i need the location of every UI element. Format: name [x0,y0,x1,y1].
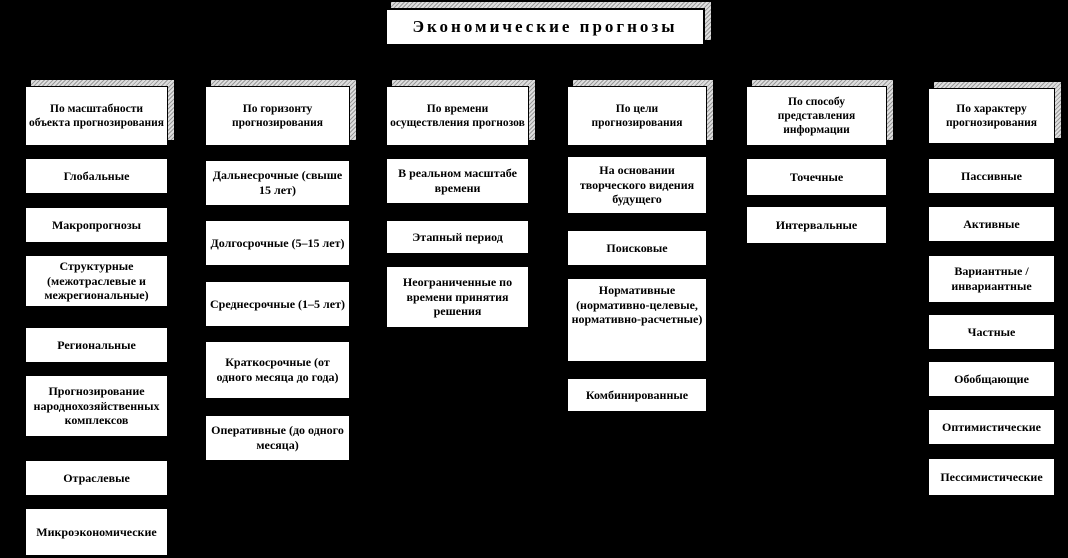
item-box: Интервальные [746,206,887,244]
item-box: Среднесрочные (1–5 лет) [205,281,350,327]
header-character: По характеру прогнозирования [928,82,1061,144]
item-box: Обобщающие [928,361,1055,397]
item-box: Оптимистические [928,409,1055,445]
item-box: В реальном масштабе времени [386,158,529,204]
item-box: Вариантные /инвариантные [928,255,1055,303]
item-box: Неограниченные по времени принятия решен… [386,266,529,328]
item-box: Активные [928,206,1055,242]
item-box: На основании творческого видения будущег… [567,156,707,214]
item-box: Пассивные [928,158,1055,194]
diagram-title-box: Экономические прогнозы [385,2,711,46]
header-scale: По масштабности объекта прогнозирования [25,80,174,146]
item-box: Комбинированные [567,378,707,412]
item-box: Нормативные (нормативно-целевые, нормати… [567,278,707,362]
item-box: Этапный период [386,220,529,254]
item-box: Микроэкономические [25,508,168,556]
item-box: Дальнесрочные (свыше 15 лет) [205,160,350,206]
item-box: Краткосрочные (от одного месяца до года) [205,341,350,399]
header-horizon: По горизонту прогнозирования [205,80,356,146]
item-box: Оперативные (до одного месяца) [205,415,350,461]
item-box: Структурные (межотраслевые и межрегионал… [25,255,168,307]
item-box: Точечные [746,158,887,196]
item-box: Пессимистические [928,458,1055,496]
item-box: Макропрогнозы [25,207,168,243]
item-box: Долгосрочные (5–15 лет) [205,220,350,266]
item-box: Поисковые [567,230,707,266]
item-box: Региональные [25,327,168,363]
item-box: Глобальные [25,158,168,194]
header-time: По времени осуществления прогнозов [386,80,535,146]
item-box: Отраслевые [25,460,168,496]
diagram-title: Экономические прогнозы [385,8,705,46]
header-goal: По цели прогнозирования [567,80,713,146]
header-presentation: По способу представления информации [746,80,893,146]
item-box: Частные [928,314,1055,350]
item-box: Прогнозирование народнохозяйственных ком… [25,375,168,437]
